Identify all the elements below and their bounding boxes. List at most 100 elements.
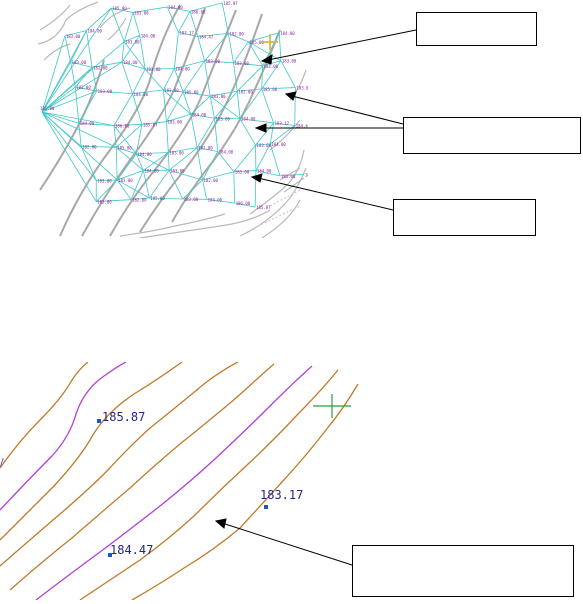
tin-edge xyxy=(248,42,262,66)
tin-point-label: 186.00 xyxy=(191,9,206,14)
tin-point-label: 184.00 xyxy=(134,92,149,97)
tin-point-label: 183.00 xyxy=(125,40,140,45)
tin-point-label: 183.00 xyxy=(296,86,311,91)
tin-point-label: 182.00 xyxy=(132,198,147,203)
bottom-contour-view: 185.87 183.17 184.47 / xyxy=(0,362,358,600)
callout-box-2 xyxy=(403,117,581,154)
tin-point-label: 183.00 xyxy=(97,178,112,183)
tin-point-label: 184.00 xyxy=(123,60,138,65)
tin-edge xyxy=(198,37,205,61)
arrow-3-head xyxy=(252,174,262,182)
tin-edge xyxy=(75,87,78,123)
tin-point-label: 184.00 xyxy=(168,5,183,10)
tin-point-label: 183.00 xyxy=(134,11,149,16)
callout-box-1 xyxy=(416,12,537,46)
tin-point-label: 183.00 xyxy=(118,178,133,183)
tin-point-label: 184.00 xyxy=(144,168,159,173)
tin-edge xyxy=(42,62,71,112)
square-dot-icon xyxy=(97,419,101,423)
arrow-2a xyxy=(292,96,403,124)
tin-edge xyxy=(133,69,146,94)
crosshair-plus-icon xyxy=(262,34,278,50)
tin-point-label: 182.00 xyxy=(93,65,108,70)
tin-point-label: 184.00 xyxy=(208,197,223,202)
tin-point-label: 183.00 xyxy=(97,200,112,205)
contour-lines xyxy=(0,362,358,600)
tin-point-label: 185.00 xyxy=(117,145,132,150)
tin-edge xyxy=(131,170,143,199)
tin-point-label: 183.00 xyxy=(167,120,182,125)
top-tin-view: 185.00183.00184.00186.00185.87183.00184.… xyxy=(38,1,320,238)
tin-point-label: 184.00 xyxy=(175,67,190,72)
tin-point-label: 185.87 xyxy=(223,1,238,6)
tin-point-label: 183.00 xyxy=(169,150,184,155)
tin-point-label: 184.00 xyxy=(192,112,207,117)
tin-point-label: 185.00 xyxy=(112,6,127,11)
tin-edge xyxy=(86,31,92,68)
tin-edge xyxy=(197,148,202,180)
tin-point-label: 183.00 xyxy=(146,67,161,72)
tin-point-label: 183.00 xyxy=(170,168,185,173)
tin-edge xyxy=(124,13,133,42)
tin-point-label: 182.00 xyxy=(238,89,253,94)
tin-edge xyxy=(262,66,263,89)
tin-point-label: 184.00 xyxy=(80,121,95,126)
tin-edge xyxy=(279,33,281,61)
tin-point-label: 183.00 xyxy=(211,94,226,99)
square-dot-icon xyxy=(264,505,268,509)
tin-point-label: 183.00 xyxy=(281,174,296,179)
tin-point-label: 186.00 xyxy=(115,124,130,129)
tin-point-label: 183.00 xyxy=(72,60,87,65)
tin-point-label: 185.87 xyxy=(143,122,158,127)
tin-point-label: 183.00 xyxy=(206,59,221,64)
tin-edge xyxy=(203,152,218,180)
tin-edge xyxy=(42,36,65,112)
tin-point-label: 184.00 xyxy=(241,117,256,122)
tin-edge xyxy=(240,119,256,145)
tin-point-label: 183.00 xyxy=(164,88,179,93)
tin-point-label: 183.00 xyxy=(234,61,249,66)
tin-point-label: 185.00 xyxy=(263,87,278,92)
tin-point-label: 184.00 xyxy=(280,31,295,36)
tin-edge xyxy=(133,94,142,125)
tin-edge xyxy=(234,172,235,203)
tin-point-label: 184.00 xyxy=(141,33,156,38)
tin-point-label: 183.00 xyxy=(66,34,81,39)
tin-edge xyxy=(178,11,190,32)
arrow-2a-head xyxy=(286,92,296,100)
tin-point-label: 184.47 xyxy=(199,35,214,40)
tin-edge xyxy=(234,145,256,172)
tin-hub-label: 185.00 xyxy=(40,106,55,111)
spot-label-3: 184.47 xyxy=(110,543,153,557)
tin-point-label: 186.00 xyxy=(236,201,251,206)
tin-edge xyxy=(140,35,145,69)
arrow-3 xyxy=(258,178,393,210)
crosshair-plus-icon xyxy=(313,394,351,418)
tin-network xyxy=(42,3,304,207)
tin-edge xyxy=(79,123,81,146)
tin-point-label: 183.00 xyxy=(257,143,272,148)
tin-edge xyxy=(81,146,96,180)
callout-box-3 xyxy=(393,199,536,236)
tin-point-label: 183.00 xyxy=(98,89,113,94)
tin-edge xyxy=(163,69,174,90)
tin-point-label: 185.00 xyxy=(305,172,320,177)
tin-point-label: 185.00 xyxy=(150,196,165,201)
bottom-arrow xyxy=(216,519,352,565)
tin-edge xyxy=(174,32,178,68)
tin-edge xyxy=(270,144,280,176)
tin-point-label: 185.87 xyxy=(256,205,271,210)
tin-point-label: 184.00 xyxy=(264,64,279,69)
tin-point-label: 183.17 xyxy=(275,121,290,126)
spot-label-1: 185.87 xyxy=(102,410,145,424)
tin-edge xyxy=(237,91,240,118)
tin-edge xyxy=(133,13,140,36)
tin-point-label: 184.00 xyxy=(219,150,234,155)
tin-edge xyxy=(191,114,197,147)
tin-point-label: 182.00 xyxy=(76,85,91,90)
tin-point-label: 182.00 xyxy=(229,31,244,36)
tin-point-label: 185.00 xyxy=(184,90,199,95)
tin-point-label: 182.00 xyxy=(82,144,97,149)
